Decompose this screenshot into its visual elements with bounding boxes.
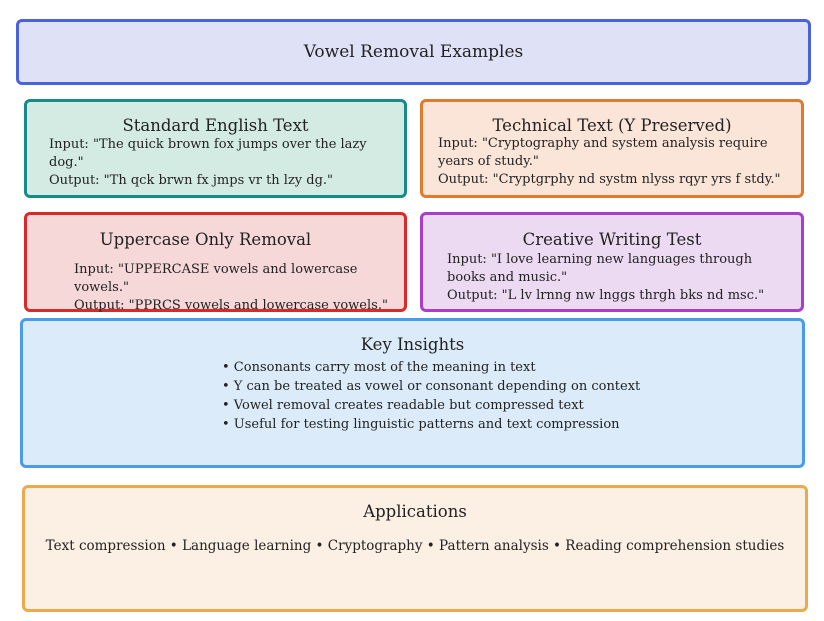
card-creative-writing: Creative Writing Test Input: "I love lea… <box>420 212 804 312</box>
card-heading: Technical Text (Y Preserved) <box>492 116 732 135</box>
card-heading: Uppercase Only Removal <box>99 230 312 249</box>
applications-heading: Applications <box>363 502 467 521</box>
card-output: Output: "Th qck brwn fx jmps vr th lzy d… <box>49 173 334 188</box>
title-banner: Vowel Removal Examples <box>16 19 811 85</box>
card-heading: Creative Writing Test <box>522 230 702 249</box>
card-output: Output: "L lv lrnng nw lnggs thrgh bks n… <box>447 288 765 303</box>
card-input: Input: "UPPERCASE vowels and lowercase v… <box>74 262 358 295</box>
insight-item: • Consonants carry most of the meaning i… <box>222 360 536 375</box>
card-heading: Standard English Text <box>122 116 309 135</box>
insight-item: • Y can be treated as vowel or consonant… <box>222 379 641 394</box>
key-insights-panel: Key Insights • Consonants carry most of … <box>20 318 805 468</box>
card-output: Output: "PPRCS vowels and lowercase vowe… <box>74 298 388 313</box>
insight-item: • Vowel removal creates readable but com… <box>222 398 584 413</box>
applications-panel: Applications Text compression • Language… <box>22 485 808 612</box>
insight-item: • Useful for testing linguistic patterns… <box>222 417 620 432</box>
card-standard-english: Standard English Text Input: "The quick … <box>24 99 407 198</box>
insights-heading: Key Insights <box>360 335 465 354</box>
page-title: Vowel Removal Examples <box>303 42 524 62</box>
card-input: Input: "Cryptography and system analysis… <box>438 136 768 169</box>
card-uppercase-removal: Uppercase Only Removal Input: "UPPERCASE… <box>24 212 407 313</box>
card-input: Input: "I love learning new languages th… <box>447 252 753 285</box>
card-output: Output: "Cryptgrphy nd systm nlyss rqyr … <box>438 172 781 187</box>
applications-text: Text compression • Language learning • C… <box>45 538 785 554</box>
insights-list: • Consonants carry most of the meaning i… <box>222 358 640 434</box>
card-technical-text: Technical Text (Y Preserved) Input: "Cry… <box>420 99 804 198</box>
card-input: Input: "The quick brown fox jumps over t… <box>49 137 367 170</box>
